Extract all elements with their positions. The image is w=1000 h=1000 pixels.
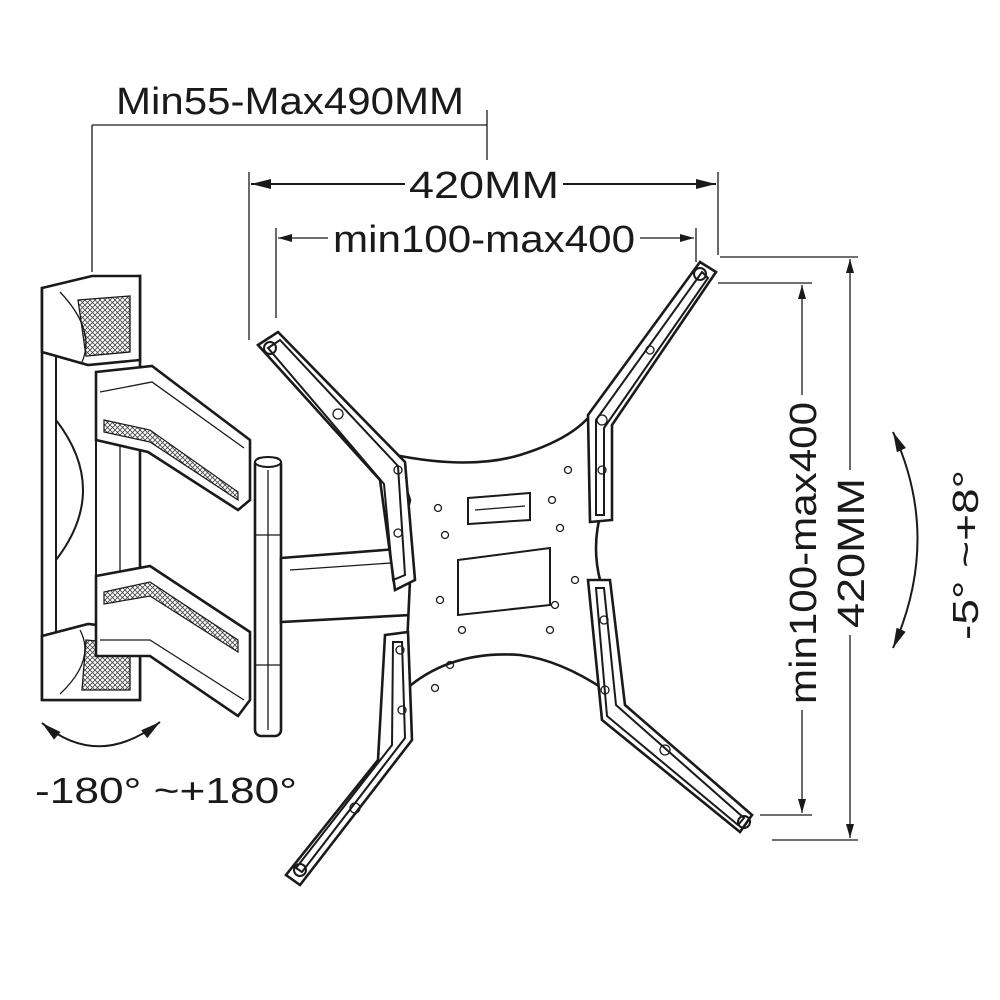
plate-hole bbox=[550, 600, 560, 610]
vesa-horizontal-label: min100-max400 bbox=[333, 219, 635, 261]
plate-hole bbox=[435, 595, 445, 605]
plate-hole bbox=[440, 530, 450, 540]
top-cap-contour bbox=[59, 291, 87, 363]
upper-arm-edge bbox=[99, 381, 245, 449]
tilt-arc-arrow bbox=[892, 431, 919, 649]
bracket-arm-lower-left bbox=[284, 630, 414, 887]
top-cap-vent bbox=[77, 295, 131, 357]
swivel-arc-arrow bbox=[41, 721, 161, 748]
bracket-arm-upper-left bbox=[256, 330, 417, 592]
center-plate bbox=[393, 399, 607, 694]
plate-hole bbox=[547, 495, 557, 505]
plate-hole bbox=[430, 683, 440, 693]
plate-hole bbox=[457, 625, 467, 635]
bracket-arm-lower-right bbox=[586, 578, 754, 834]
plate-hole bbox=[445, 660, 455, 670]
bracket-arm-upper-right bbox=[586, 260, 718, 524]
plate-height-label: 420MM bbox=[831, 478, 873, 628]
lower-arm-mesh bbox=[103, 581, 239, 654]
pivot-column-top bbox=[254, 456, 282, 468]
arm-extension-label: Min55-Max490MM bbox=[116, 81, 464, 123]
lower-arm-edge bbox=[100, 639, 245, 701]
center-plate-slot bbox=[467, 491, 531, 526]
tilt-angle-label: -5° ~+8° bbox=[945, 470, 986, 640]
wall-plate-curve-left bbox=[55, 419, 84, 561]
plate-width-label: 420MM bbox=[409, 165, 559, 207]
articulating-arms bbox=[94, 364, 412, 738]
center-plate-slot-tab bbox=[474, 505, 526, 511]
swivel-angle-label: -180° ~+180° bbox=[35, 770, 297, 811]
bottom-cap-contour bbox=[59, 629, 86, 695]
dimension-labels: Min55-Max490MM 420MM min100-max400 min10… bbox=[35, 81, 986, 811]
connector-bracket-edge bbox=[289, 561, 406, 571]
plate-hole bbox=[570, 575, 580, 585]
upper-arm-mesh bbox=[103, 419, 239, 502]
tv-plate bbox=[256, 260, 754, 887]
dimension-lines bbox=[41, 110, 919, 841]
center-plate-window bbox=[457, 546, 551, 617]
vesa-vertical-label: min100-max400 bbox=[783, 402, 825, 704]
plate-hole bbox=[545, 625, 555, 635]
plate-hole bbox=[433, 503, 443, 513]
plate-hole bbox=[563, 465, 573, 475]
plate-hole bbox=[555, 523, 565, 533]
